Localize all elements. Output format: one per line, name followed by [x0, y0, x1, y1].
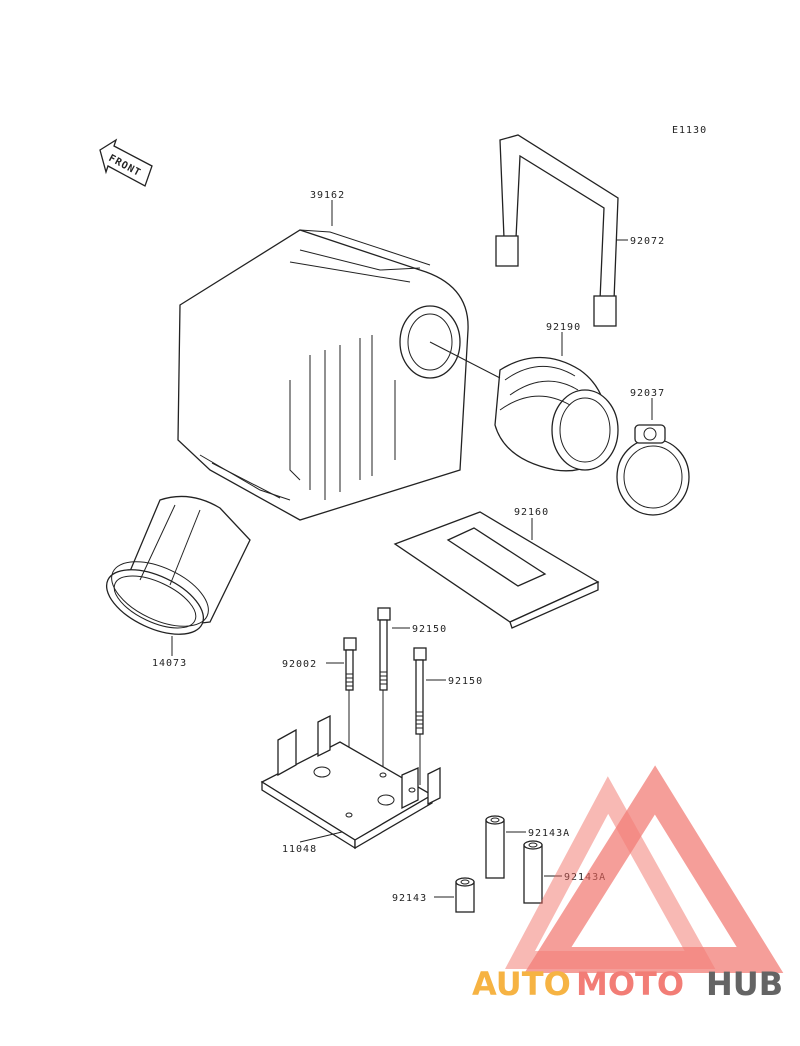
label-92150-b: 92150 — [448, 676, 483, 687]
hose-clamp-92037 — [616, 424, 690, 516]
label-92150-a: 92150 — [412, 624, 447, 635]
label-92143: 92143 — [392, 893, 427, 904]
label-92160: 92160 — [514, 507, 549, 518]
diagram-ref-code: E1130 — [672, 125, 707, 136]
collar-92143A-b — [523, 840, 543, 904]
bolt-92002 — [343, 637, 357, 691]
watermark-moto: MOTO — [576, 965, 684, 1003]
intake-duct-92190 — [429, 341, 619, 472]
bracket-11048 — [260, 714, 441, 850]
label-92072: 92072 — [630, 236, 665, 247]
label-11048: 11048 — [282, 844, 317, 855]
watermark-auto: AUTO — [472, 965, 571, 1003]
collar-92143A-a — [485, 815, 505, 879]
bolt-92150-b — [413, 647, 427, 735]
label-92002: 92002 — [282, 659, 317, 670]
air-cleaner-housing — [177, 229, 469, 521]
front-arrow-icon: FRONT — [99, 138, 153, 187]
label-39162: 39162 — [310, 190, 345, 201]
label-92037: 92037 — [630, 388, 665, 399]
strap-92072 — [495, 134, 619, 327]
bolt-92150-a — [377, 607, 391, 691]
watermark-logo: AUTO MOTO HUB — [472, 765, 784, 1003]
label-14073: 14073 — [152, 658, 187, 669]
label-92143A-a: 92143A — [528, 828, 570, 839]
label-92190: 92190 — [546, 322, 581, 333]
collar-92143 — [455, 877, 475, 913]
duct-14073 — [105, 495, 251, 635]
watermark-hub: HUB — [706, 965, 783, 1003]
plate-92160 — [393, 511, 600, 629]
label-92143A-b: 92143A — [564, 872, 606, 883]
